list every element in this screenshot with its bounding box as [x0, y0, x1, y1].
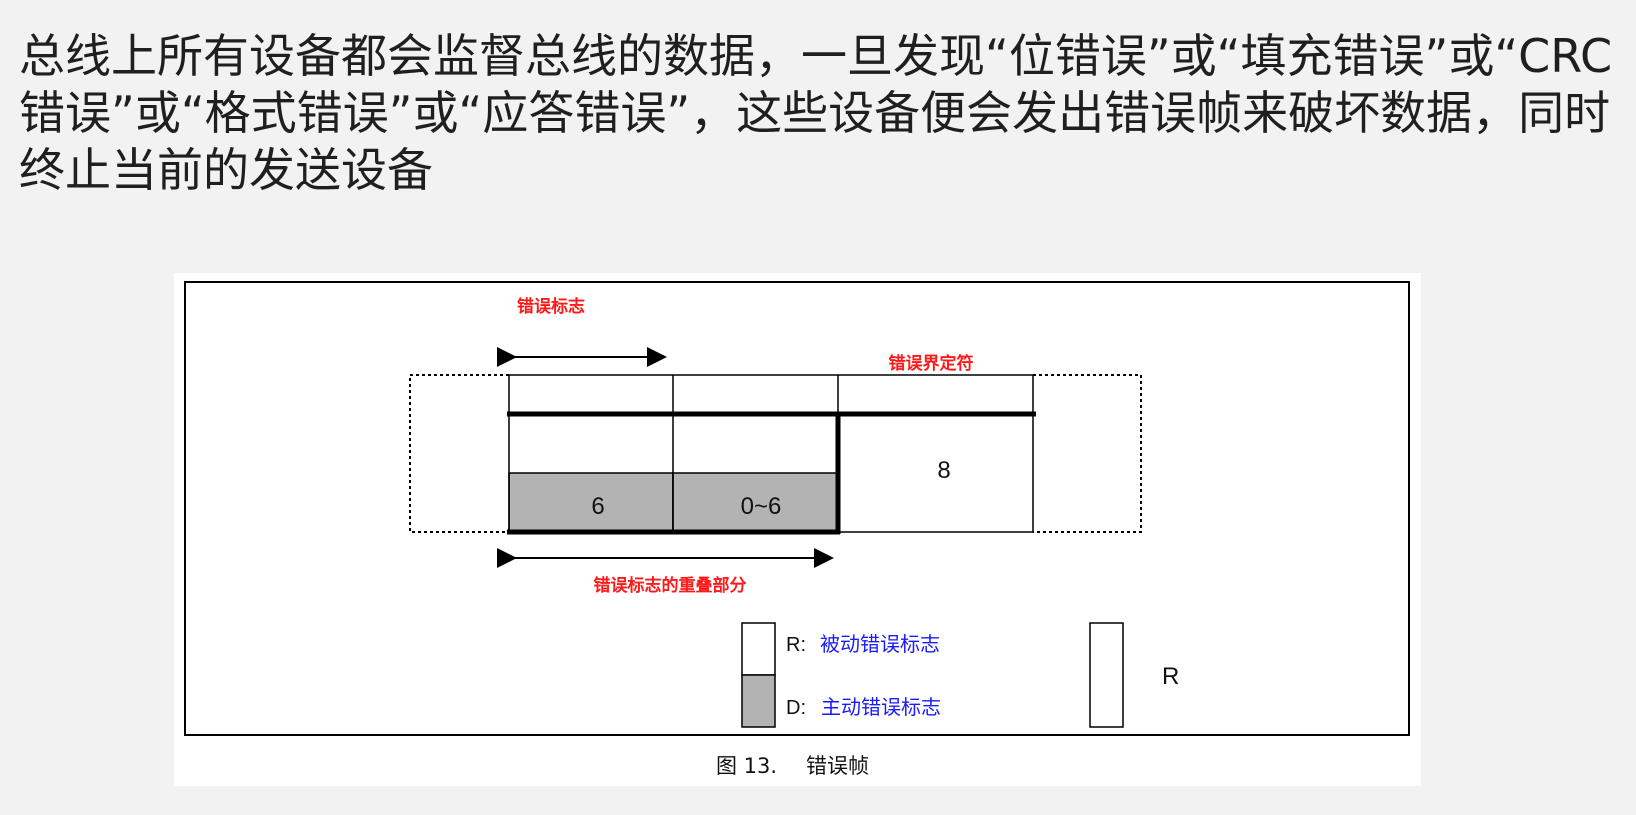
- label-error-flag: 错误标志: [517, 296, 585, 317]
- r-symbol-box: [1089, 622, 1124, 728]
- figure-border: [184, 281, 1410, 736]
- legend-d-prefix: D:: [786, 697, 806, 719]
- legend-d-text: 主动错误标志: [821, 695, 941, 719]
- legend-passive-bar: [741, 622, 776, 676]
- r-symbol-label: R: [1162, 663, 1179, 690]
- figure-caption-number: 图 13.: [716, 754, 777, 778]
- segment-flag-value: 6: [591, 493, 604, 520]
- legend-active-bar: [741, 674, 776, 728]
- label-error-delimiter: 错误界定符: [889, 353, 974, 374]
- label-overlap: 错误标志的重叠部分: [594, 575, 747, 596]
- segment-delimiter-value: 8: [937, 457, 950, 484]
- active-flag-block: [508, 472, 674, 533]
- legend-r-text: 被动错误标志: [820, 632, 940, 656]
- figure-panel: 错误标志 错误界定符 6 0~6 8 错误标志的重叠部分: [174, 273, 1421, 786]
- left-dotted-extension: [409, 374, 509, 533]
- figure-caption-title: 错误帧: [806, 754, 869, 778]
- error-frame-diagram: 错误标志 错误界定符 6 0~6 8 错误标志的重叠部分: [184, 281, 1410, 778]
- overlap-block: [672, 472, 839, 533]
- body-paragraph: 总线上所有设备都会监督总线的数据，一旦发现“位错误”或“填充错误”或“CRC错误…: [19, 29, 1613, 197]
- right-dotted-extension: [1033, 374, 1142, 533]
- legend-r-prefix: R:: [786, 634, 806, 656]
- segment-overlap-value: 0~6: [741, 493, 782, 520]
